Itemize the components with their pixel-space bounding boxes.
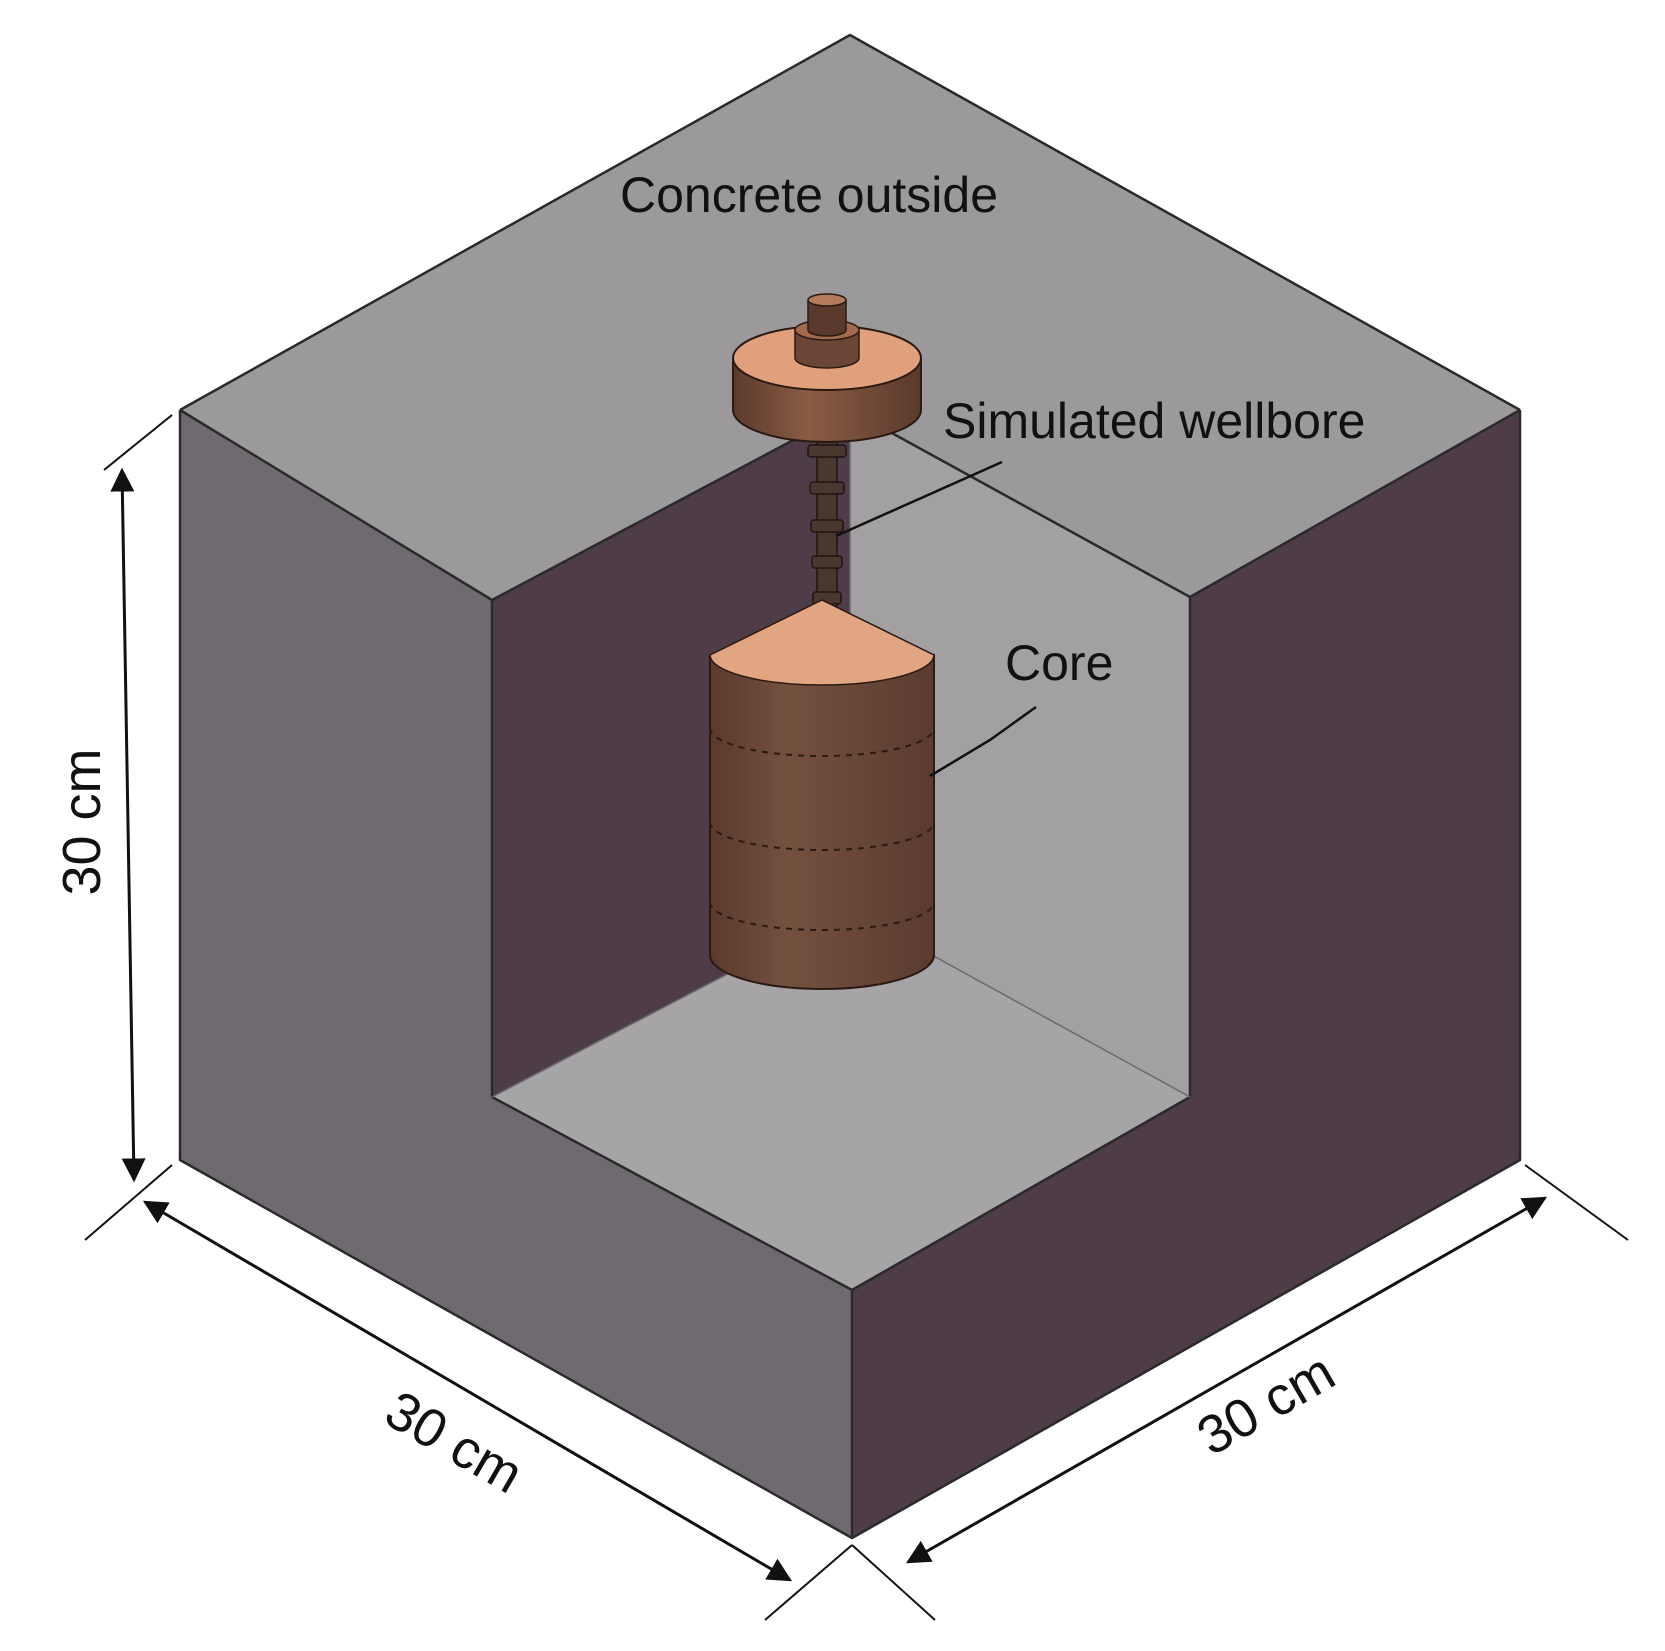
left-depth-dimension-label: 30 cm <box>375 1380 532 1505</box>
core-leader-line <box>929 705 1037 778</box>
core-top <box>709 599 935 686</box>
right-depth-dimension-line <box>905 1196 1548 1564</box>
wellbore-leader-line <box>835 460 1003 538</box>
wellbore-pipe <box>807 424 847 641</box>
concrete-outside-label: Concrete outside <box>620 167 998 223</box>
right-depth-dimension-label: 30 cm <box>1187 1342 1344 1467</box>
height-dimension-label: 30 cm <box>52 748 112 895</box>
core-body <box>709 654 935 990</box>
wellbore-assembly <box>732 293 922 641</box>
height-dimension-line <box>110 467 146 1183</box>
left-depth-dimension-line <box>142 1200 793 1582</box>
core-label: Core <box>1005 635 1113 691</box>
core-sample <box>709 599 935 990</box>
cavity-floor <box>492 910 1190 1290</box>
cube-top-face <box>180 35 1520 600</box>
dimension-lines <box>84 414 1629 1621</box>
simulated-wellbore-label: Simulated wellbore <box>943 393 1365 449</box>
